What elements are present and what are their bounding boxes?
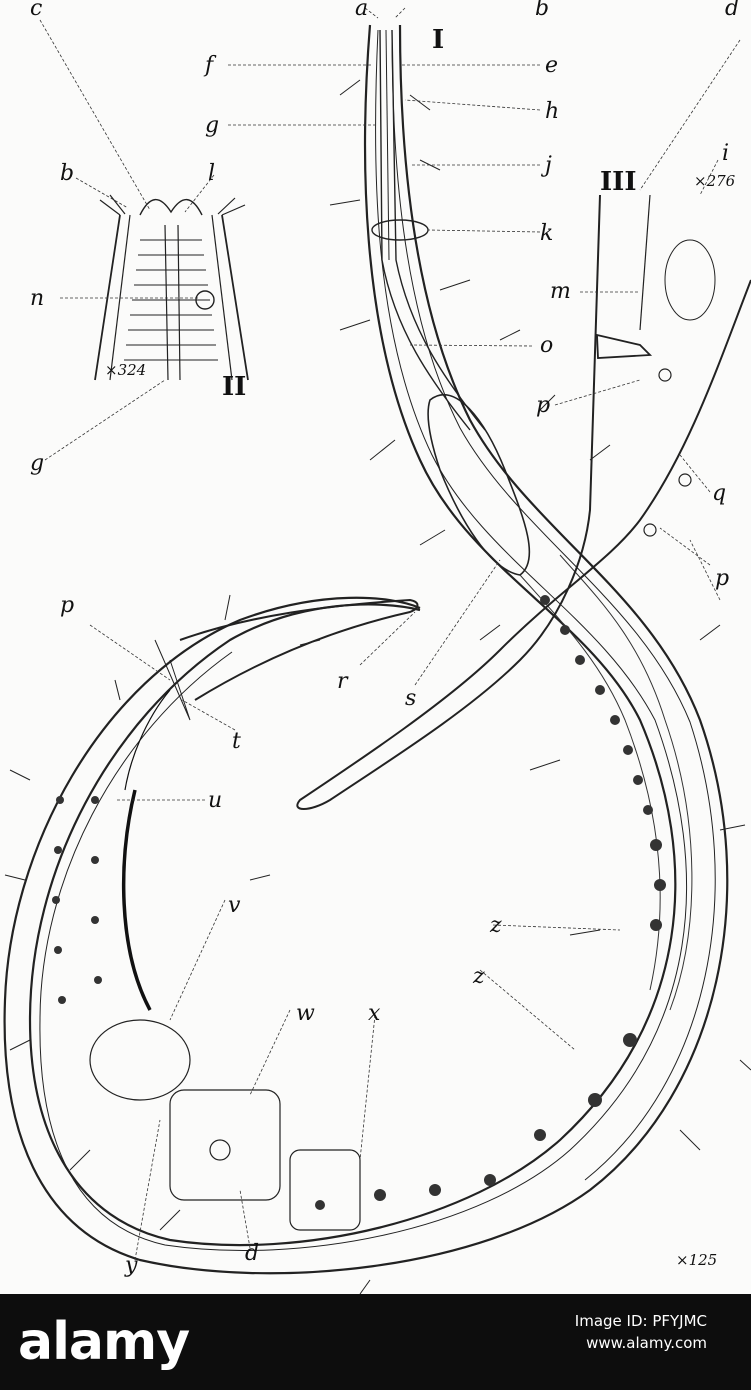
panel-numerals: I II III: [222, 25, 637, 402]
scale-head-detail: ×324: [105, 361, 146, 379]
label-x: x: [368, 1001, 381, 1026]
label-y: y: [124, 1253, 138, 1278]
watermark-banner: alamy Image ID: PFYJMC www.alamy.com: [0, 1294, 751, 1390]
label-w: w: [296, 1001, 315, 1026]
label-v: v: [228, 893, 241, 918]
illustration: a b c d f e g h j i k b l n m o g p q p …: [3, 0, 751, 1294]
female-worm-section: [296, 194, 751, 810]
tail: [154, 598, 419, 721]
spicule: [121, 689, 171, 1011]
label-o: o: [540, 333, 553, 358]
scale-vulva-detail: ×276: [694, 172, 736, 190]
label-g: g: [205, 113, 219, 138]
label-p-upper: p: [536, 393, 550, 418]
label-i: i: [722, 141, 729, 166]
label-e: e: [545, 53, 558, 78]
label-u: u: [208, 788, 222, 813]
label-p-left: p: [60, 593, 74, 618]
numeral-II: II: [222, 372, 246, 402]
label-t: t: [232, 729, 241, 754]
esophagus: [371, 29, 531, 576]
label-z-upper: z: [489, 913, 502, 938]
brand-logo: alamy: [18, 1312, 190, 1372]
worm-body: [3, 24, 729, 1275]
label-l: l: [208, 161, 215, 186]
label-m: m: [550, 279, 571, 304]
label-g-detail: g: [30, 451, 44, 476]
label-b-detail: b: [60, 161, 74, 186]
label-p-right: p: [715, 566, 729, 591]
label-z-lower: z: [472, 964, 485, 989]
nematode-drawing: a b c d f e g h j i k b l n m o g p q p …: [3, 0, 751, 1294]
label-h: h: [545, 99, 559, 124]
label-c: c: [30, 0, 42, 21]
numeral-III: III: [600, 167, 637, 197]
leader-lines: [39, 7, 741, 1261]
ovary: [89, 1019, 361, 1231]
label-s: s: [405, 686, 416, 711]
label-d: d: [725, 0, 739, 21]
label-f: f: [203, 53, 217, 78]
label-b: b: [535, 0, 549, 21]
scale-main: ×125: [676, 1251, 717, 1269]
head-detail: [94, 194, 249, 381]
label-r: r: [337, 669, 349, 694]
bristles: [4, 79, 751, 1294]
intestine-nuclei: [52, 595, 666, 1210]
label-j: j: [540, 153, 552, 178]
label-n: n: [30, 286, 44, 311]
label-d-lower: d: [245, 1241, 259, 1266]
label-q: q: [712, 481, 726, 506]
magnifications: ×324 ×276 ×125: [105, 172, 736, 1269]
site-url: www.alamy.com: [586, 1334, 707, 1352]
intestine: [519, 554, 693, 1011]
label-k: k: [540, 221, 553, 246]
image-id: Image ID: PFYJMC: [574, 1312, 707, 1330]
label-a: a: [355, 0, 368, 21]
numeral-I: I: [432, 25, 444, 55]
